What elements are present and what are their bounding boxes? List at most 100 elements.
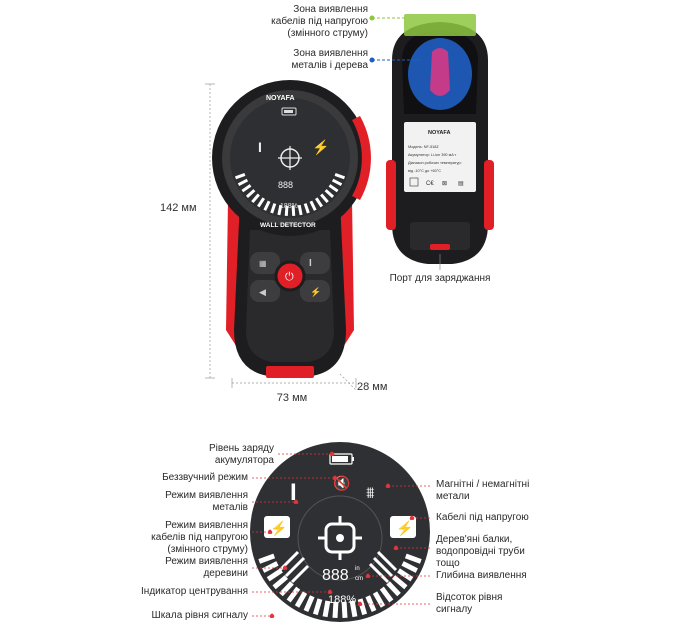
wood-mode-icon <box>278 550 310 584</box>
gauge-segment <box>279 581 294 597</box>
gauge-segment <box>309 200 317 211</box>
mute-mode-label: Беззвучний режим <box>162 472 248 483</box>
ac-mode-label: Режим виявлення кабелів під напругою (зм… <box>151 520 248 555</box>
gauge-segment <box>262 561 279 573</box>
magnetic-metals-label: Магнітні / немагнітні метали <box>436 479 530 502</box>
depth-label: Глибина виявлення <box>436 570 527 581</box>
wood-beams-label: Дерев'яні балки, водопровідні труби тощо <box>436 534 525 569</box>
mute-icon: 🔇 <box>333 475 350 492</box>
back-device: NOYAFA Модель: NF-518Z Акумулятор: Li-io… <box>386 14 494 264</box>
front-lcd-digits: 888 <box>278 180 293 190</box>
svg-text:⊠: ⊠ <box>442 181 447 187</box>
gauge-segment <box>237 178 249 186</box>
depth-digits: 888 <box>322 567 349 584</box>
svg-text:⚡: ⚡ <box>310 286 321 298</box>
metal-mode-icon: I <box>290 479 297 506</box>
gauge-segment <box>297 204 303 216</box>
depth-dimension: 28 мм <box>357 381 388 393</box>
gauge-segment <box>241 184 252 193</box>
gauge-segment <box>251 193 260 204</box>
centering-label: Індикатор центрування <box>141 586 248 597</box>
signal-percent: 188% <box>328 594 356 606</box>
ac-zone-label: Зона виявлення кабелів під напругою (змі… <box>271 4 368 39</box>
gauge-segment <box>294 591 308 608</box>
svg-text:C€: C€ <box>426 181 434 187</box>
gauge-segment <box>314 197 323 208</box>
gauge-segment <box>331 178 343 186</box>
mode-button[interactable] <box>300 252 330 274</box>
gauge-segment <box>245 189 256 199</box>
gauge-segment <box>332 601 339 618</box>
sound-button[interactable] <box>250 280 280 302</box>
height-dimension: 142 мм <box>160 202 197 214</box>
gauge-segment <box>404 553 422 564</box>
ac-mode-icon: ⚡ <box>270 520 287 537</box>
menu-button[interactable] <box>250 252 280 274</box>
charging-port-label: Порт для заряджання <box>389 273 491 284</box>
signal-scale <box>258 553 422 618</box>
svg-text:I: I <box>309 258 312 269</box>
width-dimension-line <box>231 378 357 388</box>
gauge-segment <box>303 595 315 612</box>
gauge-segment <box>277 204 283 216</box>
gauge-segment <box>357 598 368 616</box>
gauge-segment <box>312 598 323 616</box>
gauge-segment <box>392 575 408 590</box>
sticker-line-4: від -10°C до +60°C <box>408 169 441 173</box>
gauge-segment <box>266 568 283 582</box>
metal-zone-label: Зона виявлення металів і дерева <box>291 48 368 71</box>
gauge-segment <box>401 561 418 573</box>
svg-text:⏻: ⏻ <box>285 271 294 283</box>
svg-text:⚡: ⚡ <box>312 139 329 156</box>
display-callout-lines <box>252 451 432 619</box>
front-device: I ⚡ 888 188% NOYAFA WALL DETECTOR ⏻ ▦ I … <box>212 80 371 378</box>
ac-zone-marker <box>404 14 476 36</box>
gauge-segment <box>257 197 266 208</box>
gauge-segment <box>386 581 401 597</box>
gauge-segment <box>286 586 301 603</box>
gauge-segment <box>334 173 346 180</box>
svg-text:I: I <box>258 139 262 155</box>
gauge-segment <box>258 553 276 564</box>
gauge-segment <box>324 189 335 199</box>
sticker-brand: NOYAFA <box>428 130 450 136</box>
charging-port <box>430 244 450 250</box>
gauge-segment <box>284 205 289 216</box>
svg-text:▤: ▤ <box>458 181 464 187</box>
power-button[interactable] <box>274 260 306 292</box>
magnetic-metal-icon: ⩩ <box>366 485 375 502</box>
front-brand: NOYAFA <box>266 95 295 102</box>
sticker-line-3: Діапазон робочих температур: <box>408 161 462 165</box>
sticker-line-1: Модель: NF-518Z <box>408 145 439 149</box>
gauge-segment <box>291 205 296 216</box>
signal-percent-label: Відсоток рівня сигналу <box>436 592 503 615</box>
gauge-segment <box>303 203 310 214</box>
ac-button[interactable] <box>300 280 330 302</box>
front-signal-scale <box>234 173 346 216</box>
centering-indicator <box>318 516 362 560</box>
front-model-label: WALL DETECTOR <box>260 222 316 229</box>
gauge-segment <box>322 600 331 618</box>
depth-unit-in: in <box>355 566 360 572</box>
gauge-segment <box>341 601 348 618</box>
depth-unit-cm: cm <box>355 576 363 582</box>
gauge-segment <box>320 193 329 204</box>
gauge-segment <box>365 595 377 612</box>
live-cable-icon: ⚡ <box>396 520 413 537</box>
width-dimension: 73 мм <box>276 392 308 404</box>
gauge-segment <box>272 575 288 590</box>
height-dimension-line <box>205 83 215 379</box>
back-callout-lines <box>369 15 441 270</box>
gauge-segment <box>349 600 358 618</box>
wood-mode-label: Режим виявлення деревини <box>165 556 248 579</box>
wood-beam-icon <box>368 550 398 584</box>
gauge-segment <box>397 568 414 582</box>
signal-scale-label: Шкала рівня сигналу <box>151 610 248 621</box>
metal-mode-label: Режим виявлення металів <box>165 490 248 513</box>
gauge-segment <box>379 586 394 603</box>
svg-text:▦: ▦ <box>259 259 267 268</box>
svg-text:◀: ◀ <box>259 287 266 297</box>
gauge-segment <box>328 184 339 193</box>
display-diagram: 🔇 I ⩩ ⚡ ⚡ 888 in cm 188% <box>250 442 430 622</box>
gauge-segment <box>263 200 271 211</box>
